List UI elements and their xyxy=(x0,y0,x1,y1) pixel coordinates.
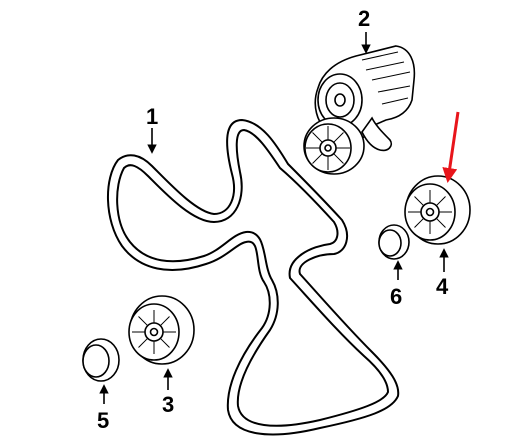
callout-3: 3 xyxy=(162,392,174,417)
tensioner-pulley xyxy=(303,117,365,175)
callout-6: 6 xyxy=(390,284,402,309)
callout-1: 1 xyxy=(146,104,158,129)
callout-2: 2 xyxy=(358,6,370,31)
callout-5: 5 xyxy=(97,408,109,433)
dust-cap-6 xyxy=(378,224,410,260)
serpentine-belt xyxy=(107,119,400,436)
highlight-arrow xyxy=(442,111,460,183)
belt-tensioner xyxy=(314,45,416,152)
idler-pulley-4 xyxy=(404,175,471,245)
dust-cap-5 xyxy=(82,338,120,382)
idler-pulley-3 xyxy=(128,295,195,365)
callout-4: 4 xyxy=(436,274,449,299)
